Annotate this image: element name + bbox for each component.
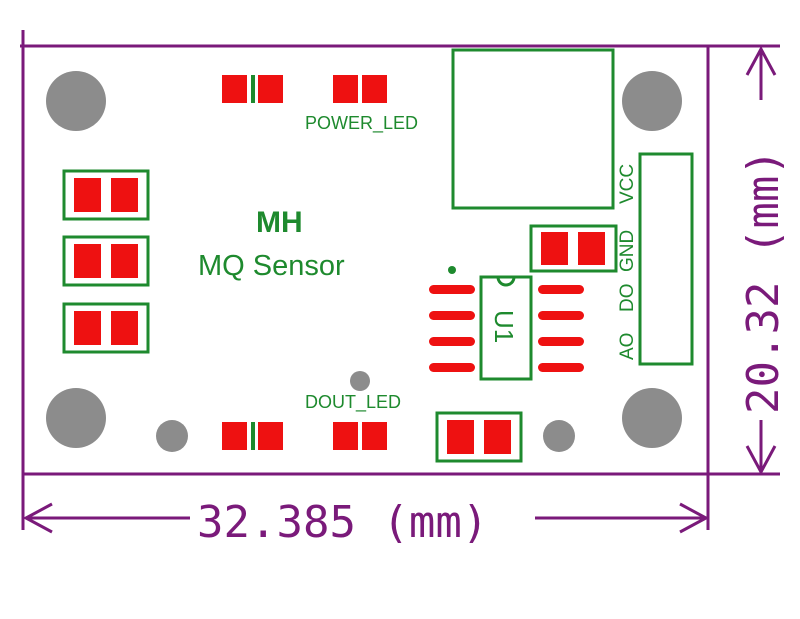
left-pad-group-3: [62, 302, 150, 354]
pin-labels: AO DO GND VCC: [617, 164, 638, 360]
pin-label-ao: AO: [617, 333, 638, 360]
ic-label: U1: [489, 310, 519, 343]
mounting-hole-top-left: [46, 71, 106, 131]
mounting-hole-bottom-right: [622, 388, 682, 448]
board-subtitle: MQ Sensor: [198, 250, 345, 282]
capacitor-pads: [529, 224, 618, 273]
dout-led-resistor-pads: [222, 422, 283, 450]
width-dimension-label: 32.385 (mm): [197, 497, 488, 548]
power-led-pads: [333, 75, 387, 103]
sensor-footprint: [451, 48, 615, 210]
via-bottom-right: [543, 420, 575, 452]
pin-label-do: DO: [617, 284, 638, 313]
board-outline: [21, 44, 710, 476]
height-dimension-arrow: [745, 45, 777, 476]
via-bottom-left: [156, 420, 188, 452]
pin-label-gnd: GND: [617, 230, 638, 272]
via-center: [350, 371, 370, 391]
width-dimension-arrow: [22, 502, 710, 534]
mounting-hole-top-right: [622, 71, 682, 131]
power-led-label: POWER_LED: [305, 113, 418, 134]
left-pad-group-2: [62, 235, 150, 287]
pin-header: [638, 152, 694, 366]
mounting-hole-bottom-left: [46, 388, 106, 448]
left-pad-group-1: [62, 169, 150, 221]
power-led-resistor-pads: [222, 75, 283, 103]
bottom-right-pads: [435, 411, 523, 463]
dout-led-pads: [333, 422, 387, 450]
dout-led-label: DOUT_LED: [305, 392, 401, 413]
height-dimension-label: 20.32 (mm): [738, 149, 789, 414]
board-title: MH: [256, 206, 303, 239]
ic-u1: U1: [429, 266, 584, 381]
pin-label-vcc: VCC: [617, 164, 638, 204]
